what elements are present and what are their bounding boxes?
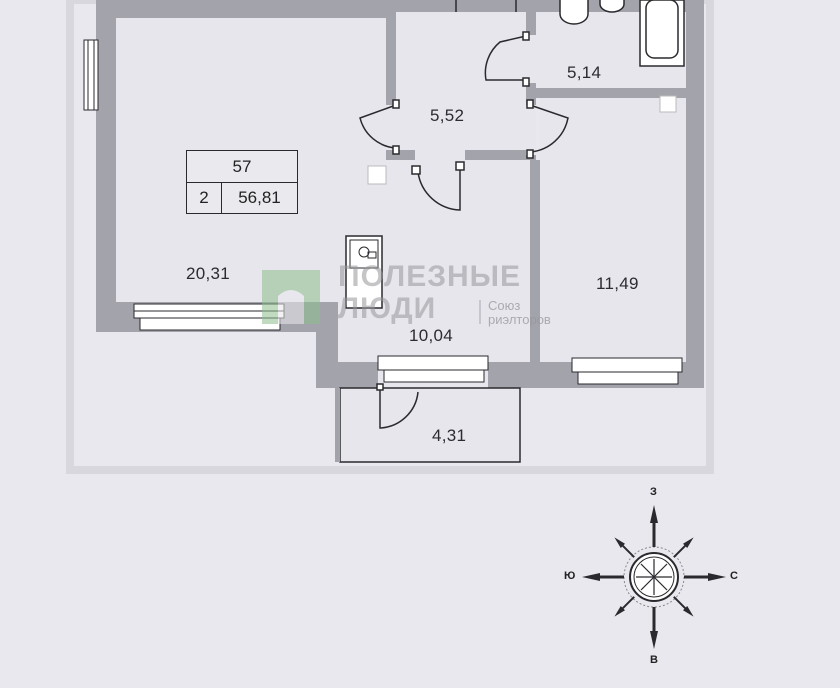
room-area-hallway: 5,52 (430, 106, 465, 125)
room-area-kitchen: 10,04 (409, 326, 454, 345)
watermark-line2: ЛЮДИ (338, 292, 437, 325)
stove (345, 235, 383, 309)
apartment-number: 57 (187, 151, 297, 183)
compass-rose (582, 505, 726, 649)
watermark-sub2: риэлторов (488, 312, 551, 327)
apartment-total-area: 56,81 (238, 188, 281, 207)
bathroom-fixtures (455, 0, 685, 67)
door-swings (359, 31, 569, 429)
apartment-info-box: 57 2 56,81 (186, 150, 298, 214)
apartment-room-count: 2 (187, 183, 222, 213)
watermark-line1: ПОЛЕЗНЫЕ (338, 260, 522, 293)
room-area-bedroom: 11,49 (596, 274, 639, 293)
room-area-balcony: 4,31 (432, 426, 467, 445)
room-area-bathroom: 5,14 (567, 63, 602, 82)
watermark-logo (262, 270, 481, 324)
compass-label-left: Ю (564, 570, 576, 582)
room-fills (116, 12, 686, 362)
watermark-sub1: Союз (488, 298, 521, 313)
vent-bedroom (659, 95, 677, 113)
vent-kitchen (367, 165, 387, 185)
room-area-living: 20,31 (186, 264, 231, 283)
compass-label-right: С (730, 570, 738, 582)
balcony-outline (339, 387, 521, 463)
compass-label-top: З (650, 486, 657, 498)
compass-label-bottom: В (650, 654, 658, 666)
outer-border (66, 0, 714, 474)
